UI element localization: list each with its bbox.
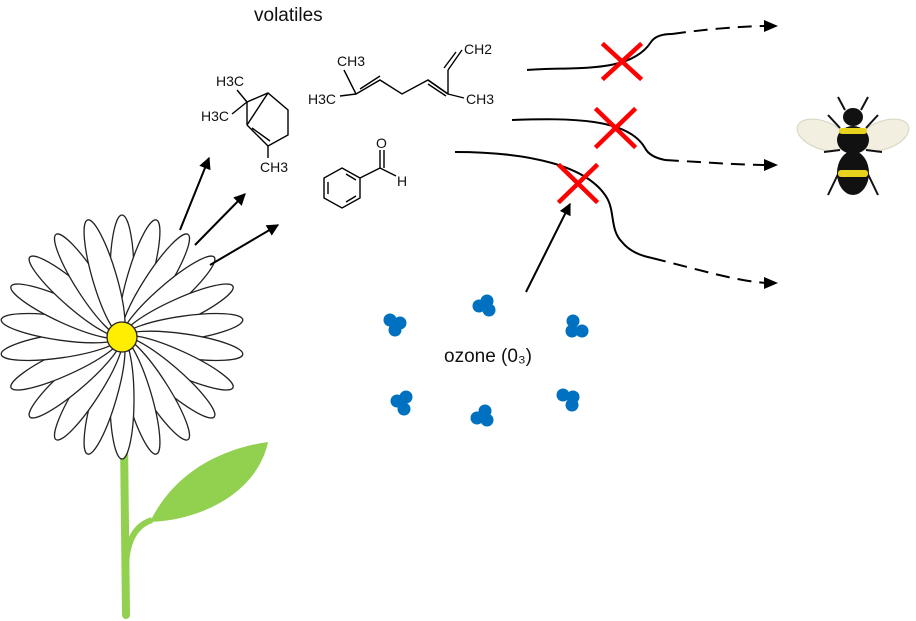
blocked-cross-icon (593, 106, 638, 150)
plume-1-arrowhead (764, 20, 778, 32)
flower-stem (120, 436, 154, 619)
ozone-molecule-icon (390, 390, 413, 416)
ocimene-left-top: CH3 (337, 53, 365, 69)
ozone-molecule-icon (565, 314, 589, 338)
blocked-cross-icon (600, 41, 644, 82)
volatile-plumes (454, 25, 769, 284)
ocimene-right-top: CH2 (464, 41, 492, 57)
pinene-group-b: H3C (201, 108, 229, 124)
benzaldehyde-molecule (323, 150, 397, 209)
plume-2-arrowhead (764, 159, 778, 171)
ozone-molecule-icon (556, 388, 580, 412)
oxygen-atom (556, 388, 570, 402)
ocimene-right-bottom: CH3 (466, 91, 494, 107)
ozone-attack-arrow (525, 202, 571, 293)
pinene-molecule (231, 89, 289, 158)
bee-icon (796, 96, 910, 196)
emission-arrows (179, 156, 280, 266)
oxygen-atom (482, 303, 496, 317)
ozone-label: ozone (0₃) (444, 346, 532, 367)
plume-2-dashed (664, 159, 769, 166)
emission-arrow-1 (179, 156, 211, 231)
pinene-bottom-group: CH3 (260, 159, 288, 175)
oxygen-atom (383, 313, 397, 327)
ozone-molecules (383, 294, 589, 427)
oxygen-atom (565, 398, 579, 412)
flower-leaf (150, 442, 268, 522)
oxygen-atom (388, 323, 402, 337)
benzaldehyde-hydrogen: H (397, 173, 407, 189)
flower-center (106, 321, 138, 353)
emission-arrow-2 (194, 193, 246, 246)
ozone-molecule-icon (472, 294, 496, 317)
plume-3-solid (454, 151, 653, 259)
blocked-cross-icons (556, 41, 644, 205)
blocked-cross-icon (556, 162, 600, 205)
plume-3-dashed (651, 257, 769, 284)
plume-1-solid (526, 33, 673, 71)
bee-stripe-1 (839, 128, 867, 134)
ozone-molecule-icon (383, 313, 407, 337)
oxygen-atom (480, 413, 494, 427)
daisy-flower-icon (0, 214, 244, 460)
plume-1-dashed (671, 25, 769, 35)
ozone-molecule-icon (470, 404, 494, 427)
bee-stripe-2 (838, 170, 868, 177)
plume-2-solid (511, 118, 666, 161)
oxygen-atom (575, 324, 589, 338)
plume-arrowheads (764, 20, 778, 289)
bee-head (843, 108, 863, 126)
benzaldehyde-oxygen: O (376, 135, 387, 151)
plume-3-arrowhead (764, 277, 778, 289)
volatiles-label: volatiles (254, 5, 323, 26)
oxygen-atom (565, 324, 579, 338)
ocimene-left-bottom: H3C (308, 91, 336, 107)
oxygen-atom (397, 402, 411, 416)
pinene-group-a: H3C (216, 73, 244, 89)
emission-arrow-3 (209, 224, 280, 266)
ocimene-molecule (339, 49, 465, 99)
oxygen-atom (566, 314, 580, 328)
oxygen-atom (399, 390, 413, 404)
